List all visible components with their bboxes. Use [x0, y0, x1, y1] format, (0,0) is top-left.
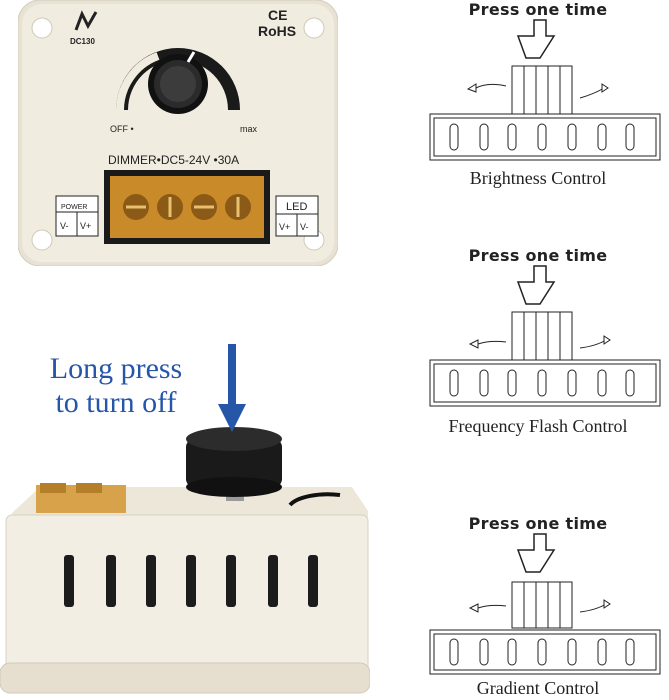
diagram-gradient: Press one time Gradient Control	[408, 514, 668, 700]
dimmer-side-view	[0, 427, 370, 694]
off-label: OFF •	[110, 124, 134, 134]
led-v-plus: V+	[279, 222, 290, 232]
led-v-minus: V-	[300, 222, 309, 232]
ce-mark: CE	[268, 7, 287, 23]
power-label-box	[55, 195, 99, 237]
press-title: Press one time	[468, 246, 608, 265]
power-v-minus: V-	[60, 221, 69, 231]
dimmer-top-view: DC130 CE RoHS OFF • max DIMMER•DC5-24V •…	[18, 0, 338, 266]
long-press-caption: Long press to turn off	[36, 352, 196, 420]
knob-icon	[186, 427, 282, 501]
knob-diagram-icon	[429, 533, 661, 675]
knob-diagram-icon	[429, 19, 661, 161]
knob-diagram-icon	[429, 265, 661, 407]
led-label: LED	[286, 201, 307, 213]
power-v-plus: V+	[80, 221, 91, 231]
control-label: Frequency Flash Control	[448, 416, 628, 436]
long-press-line2: to turn off	[55, 386, 177, 419]
brand-logo	[74, 10, 98, 31]
terminal-block	[104, 170, 270, 244]
model-label: DIMMER•DC5-24V •30A	[108, 153, 239, 167]
control-label: Brightness Control	[469, 168, 607, 188]
diagram-brightness: Press one time Brightness Control	[408, 0, 668, 200]
vent-slots	[64, 555, 318, 607]
rohs-mark: RoHS	[258, 23, 296, 39]
down-arrow-icon	[218, 344, 246, 432]
max-label: max	[240, 124, 258, 134]
led-label-box	[275, 195, 319, 237]
press-title: Press one time	[468, 514, 608, 533]
long-press-line1: Long press	[49, 352, 183, 385]
power-label: POWER	[61, 204, 87, 211]
knob-icon	[148, 51, 208, 114]
brand-model-text: DC130	[70, 37, 95, 46]
diagram-frequency-flash: Press one time Frequency Flash Control	[408, 246, 668, 446]
control-label: Gradient Control	[476, 678, 600, 698]
press-title: Press one time	[468, 0, 608, 19]
